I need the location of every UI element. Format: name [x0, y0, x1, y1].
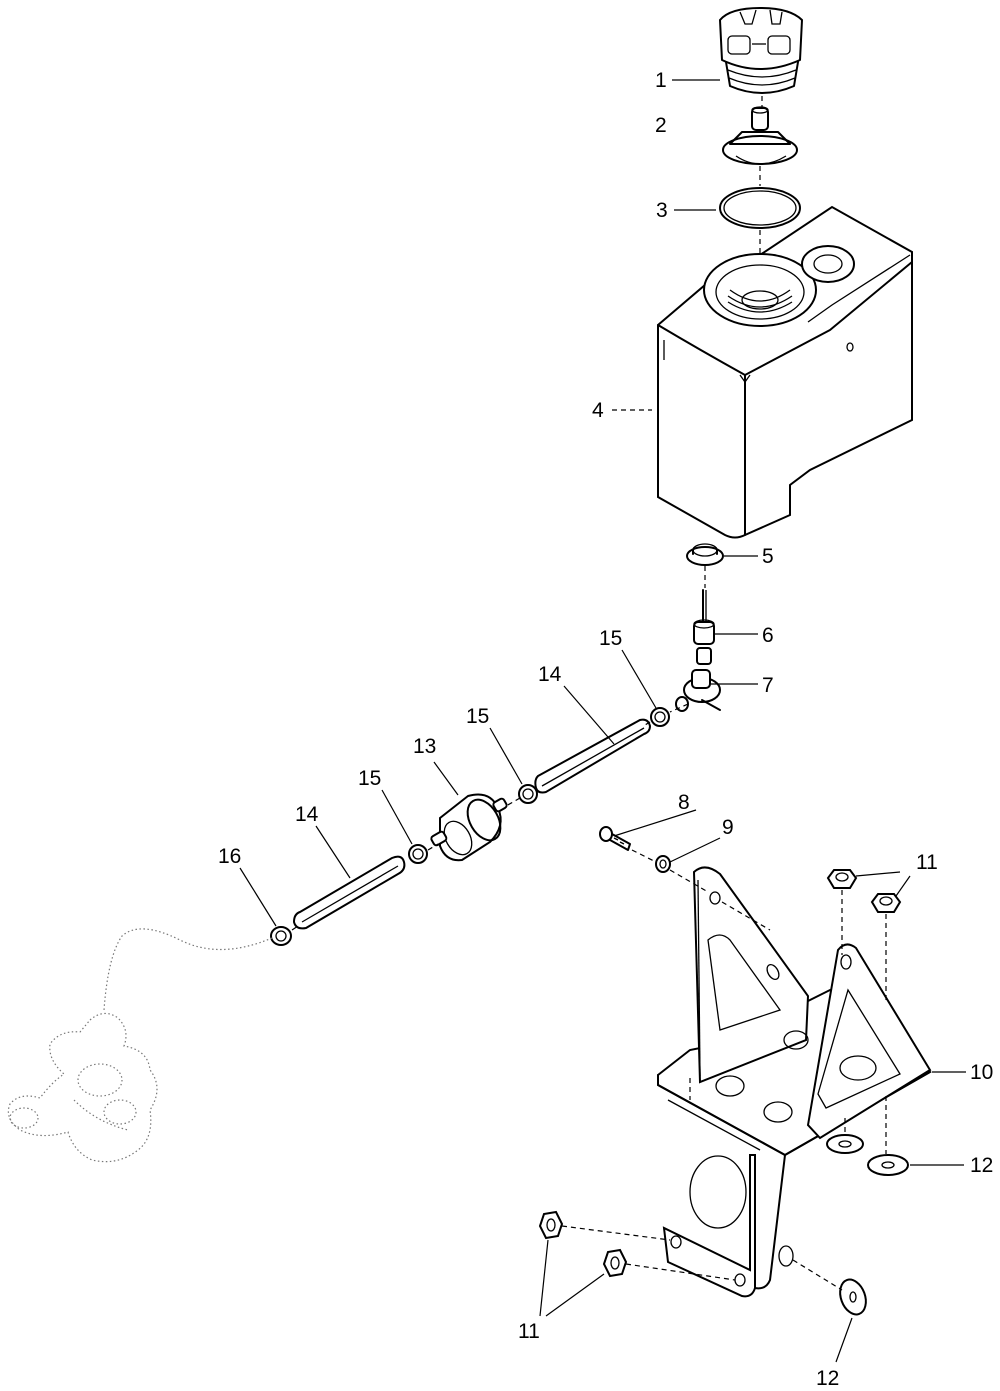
mounting-bracket-part — [657, 866, 932, 1298]
assembly-lines — [291, 566, 887, 1291]
nut-bottom-lower — [602, 1248, 628, 1278]
callout-14-upper: 14 — [538, 663, 562, 686]
nut-top-left — [826, 869, 858, 889]
hose-clamp-lower — [408, 844, 428, 864]
washer-top-hidden — [826, 1134, 864, 1154]
callout-11-top: 11 — [916, 851, 938, 874]
hose-clamp-16 — [270, 926, 292, 946]
hose-clamp-upper — [650, 707, 670, 727]
callout-12-top: 12 — [970, 1154, 993, 1177]
washer-top — [867, 1154, 909, 1176]
lock-washer-part — [655, 855, 671, 873]
oil-hose-lower — [292, 855, 406, 930]
callout-16: 16 — [218, 845, 241, 868]
oil-filter-part — [430, 793, 508, 862]
bolt-part — [599, 826, 631, 851]
leader-lines — [239, 79, 966, 1363]
grommet-part — [686, 543, 724, 566]
o-ring-part — [719, 187, 801, 229]
callout-8: 8 — [678, 791, 690, 814]
callout-3: 3 — [656, 199, 668, 222]
hose-clamp-middle — [518, 784, 538, 804]
callout-15-middle: 15 — [466, 705, 489, 728]
callout-9: 9 — [722, 816, 734, 839]
vent-valve-part — [722, 106, 798, 165]
callout-10: 10 — [970, 1061, 993, 1084]
nut-bottom-upper — [538, 1210, 564, 1240]
oil-tank-part — [657, 205, 913, 539]
callout-12-bottom: 12 — [816, 1367, 839, 1390]
oil-pump-phantom — [7, 928, 273, 1163]
washer-bottom — [839, 1278, 867, 1316]
outlet-fitting-part — [693, 589, 715, 665]
callout-5: 5 — [762, 545, 774, 568]
callout-4: 4 — [592, 399, 604, 422]
oil-hose-upper — [534, 718, 652, 794]
callout-15-upper: 15 — [599, 627, 622, 650]
nut-top-right — [870, 893, 902, 913]
callout-6: 6 — [762, 624, 774, 647]
callout-1: 1 — [655, 69, 667, 92]
callout-11-bottom: 11 — [518, 1320, 540, 1343]
filler-cap-part — [719, 7, 803, 94]
callout-14-lower: 14 — [295, 803, 319, 826]
callout-7: 7 — [762, 674, 774, 697]
callout-2: 2 — [655, 114, 667, 137]
callout-13: 13 — [413, 735, 436, 758]
callout-labels: 1 2 3 4 5 6 7 8 9 10 11 11 12 12 13 14 1… — [218, 69, 993, 1390]
elbow-fitting-part — [675, 669, 721, 712]
callout-15-lower: 15 — [358, 767, 381, 790]
